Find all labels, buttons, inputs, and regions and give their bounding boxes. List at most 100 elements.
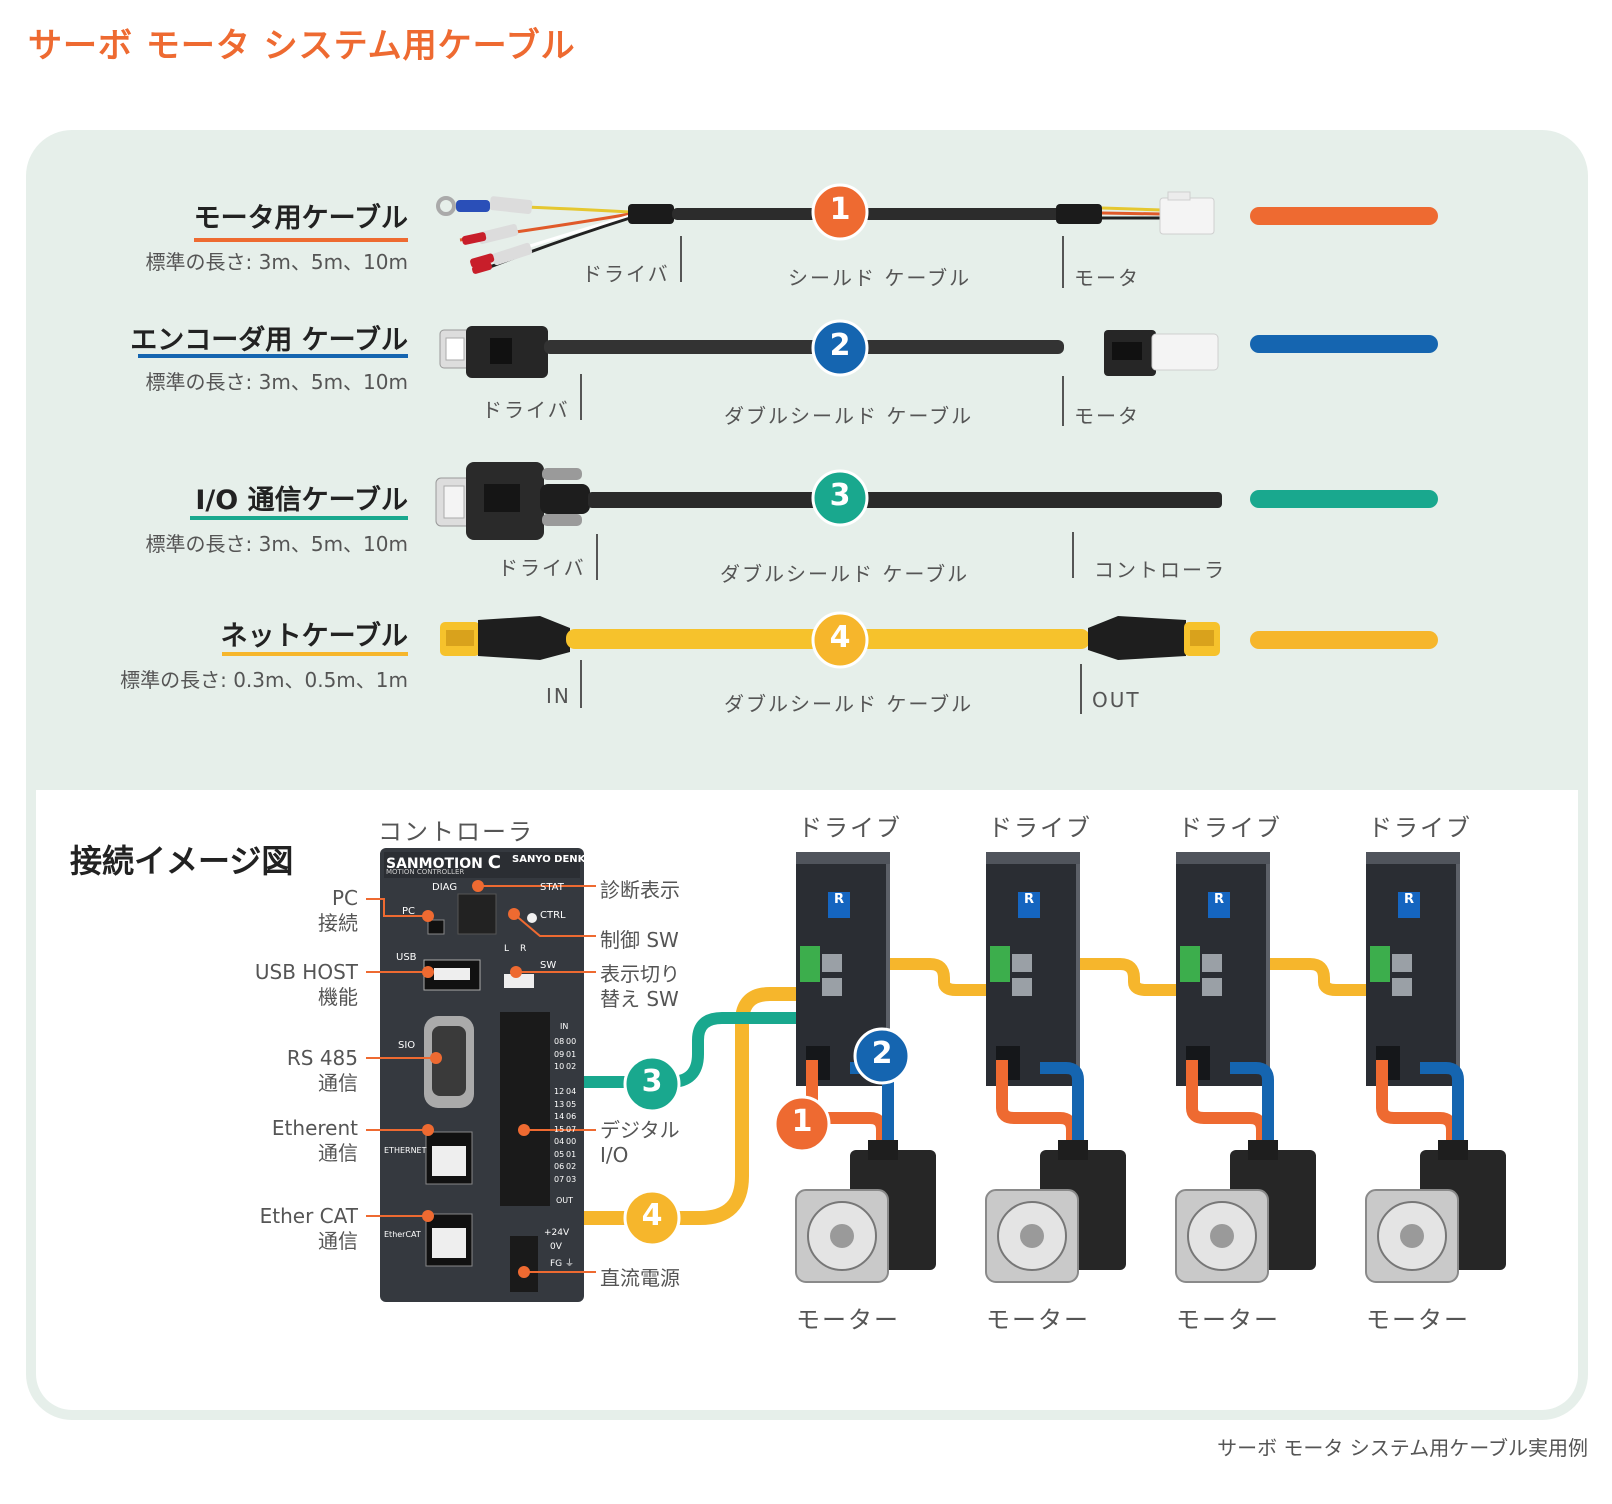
callout-dc-power: 直流電源 <box>600 1266 680 1290</box>
cable-name-underline <box>138 354 408 358</box>
port-label-stat: STAT <box>540 882 564 893</box>
port-label-in: IN <box>560 1022 569 1031</box>
badge-number: 2 <box>871 1036 893 1071</box>
cable-length: 標準の長さ: 0.3m、0.5m、1m <box>120 668 408 692</box>
cable-name: エンコーダ用 ケーブル <box>130 325 408 356</box>
badge-number: 1 <box>791 1104 813 1139</box>
segment-label-left: ドライバ <box>482 398 570 422</box>
badge-number: 4 <box>829 620 851 655</box>
cable-length: 標準の長さ: 3m、5m、10m <box>145 370 408 394</box>
port-label-usb: USB <box>396 952 417 963</box>
segment-divider <box>580 660 582 708</box>
wire-ethercat <box>470 987 826 1225</box>
motor-label: モーター <box>1176 1306 1280 1334</box>
controller-device <box>380 848 584 1302</box>
segment-label-right: コントローラ <box>1094 558 1226 582</box>
wire-daisy-2 <box>1032 958 1196 996</box>
segment-label-left: IN <box>546 684 571 708</box>
segment-label-right: モータ <box>1074 404 1140 428</box>
cable-name-underline <box>190 516 408 520</box>
wire-io <box>540 1012 830 1088</box>
callout-diag: 診断表示 <box>600 878 680 902</box>
badge-number: 3 <box>641 1064 663 1099</box>
encoder-cable-graphic <box>439 326 1219 378</box>
port-label-fg: FG ⏚ <box>550 1259 575 1269</box>
cable-length: 標準の長さ: 3m、5m、10m <box>145 532 408 556</box>
segment-divider <box>580 374 582 420</box>
legend-color-bar <box>1250 631 1438 649</box>
segment-divider <box>680 236 682 282</box>
segment-divider <box>1080 664 1082 714</box>
segment-divider <box>1072 532 1074 578</box>
port-label-ctrl: CTRL <box>540 910 566 921</box>
cable-name-underline <box>222 652 408 656</box>
motor-wiring <box>806 1060 1464 1150</box>
segment-label-left: ドライバ <box>582 262 670 286</box>
badge-number: 3 <box>829 478 851 513</box>
legend-color-bar <box>1250 490 1438 508</box>
motor-label: モーター <box>796 1306 900 1334</box>
motor-4 <box>1365 1140 1506 1283</box>
controller-sub: MOTION CONTROLLER <box>386 868 465 876</box>
motor-1 <box>795 1140 936 1283</box>
callout-ctrl-sw: 制御 SW <box>600 928 679 952</box>
controller-label: コントローラ <box>378 818 534 846</box>
port-label-0v: 0V <box>550 1242 562 1252</box>
motor-label: モーター <box>1366 1306 1470 1334</box>
diagram-title: 接続イメージ図 <box>70 842 294 880</box>
drive-label: ドライブ <box>798 814 902 842</box>
segment-label-left: ドライバ <box>498 556 586 580</box>
callout-display-sw: 表示切り替え SW <box>600 962 680 1011</box>
port-label-sio: SIO <box>398 1040 416 1051</box>
port-label-sw: SW <box>540 960 557 971</box>
drive-badge: R <box>1214 892 1225 907</box>
badge-number: 2 <box>829 328 851 363</box>
segment-label-middle: ダブルシールド ケーブル <box>720 562 970 586</box>
legend-color-bar <box>1250 207 1438 225</box>
drive-label: ドライブ <box>988 814 1092 842</box>
wire-daisy-1 <box>842 958 1006 996</box>
badge-number: 1 <box>829 192 851 227</box>
port-label-ethernet: ETHERNET <box>384 1146 427 1155</box>
motor-label: モーター <box>986 1306 1090 1334</box>
figure-caption: サーボ モータ システム用ケーブル実用例 <box>1217 1436 1588 1460</box>
drive-2 <box>986 852 1080 1086</box>
callout-dots <box>422 880 530 1278</box>
port-label-diag: DIAG <box>432 882 458 893</box>
drive-4 <box>1366 852 1460 1086</box>
port-label-ethercat: EtherCAT <box>384 1230 421 1239</box>
badge-number: 4 <box>641 1198 663 1233</box>
cable-name: ネットケーブル <box>220 621 408 652</box>
page-title: サーボ モータ システム用ケーブル <box>28 26 576 66</box>
motor-3 <box>1175 1140 1316 1283</box>
cable-name: I/O 通信ケーブル <box>195 485 408 516</box>
io-cable-graphic <box>435 462 1222 540</box>
drive-label: ドライブ <box>1178 814 1282 842</box>
callout-lines <box>366 885 596 1273</box>
segment-label-right: モータ <box>1074 266 1140 290</box>
port-label-r: R <box>520 944 527 954</box>
cable-name: モータ用ケーブル <box>193 203 408 234</box>
wire-daisy-3 <box>1222 958 1386 996</box>
segment-label-middle: ダブルシールド ケーブル <box>724 404 974 428</box>
cable-name-underline <box>194 238 408 242</box>
drive-badge: R <box>1404 892 1415 907</box>
controller-maker: SANYO DENKI <box>512 854 590 865</box>
port-label-24v: +24V <box>544 1228 570 1238</box>
segment-label-middle: シールド ケーブル <box>788 266 972 290</box>
drive-3 <box>1176 852 1270 1086</box>
controller-brand: SANMOTION C <box>386 852 501 873</box>
drive-badge: R <box>834 892 845 907</box>
legend-color-bar <box>1250 335 1438 353</box>
cable-length: 標準の長さ: 3m、5m、10m <box>145 250 408 274</box>
motor-2 <box>985 1140 1126 1283</box>
drive-label: ドライブ <box>1368 814 1472 842</box>
